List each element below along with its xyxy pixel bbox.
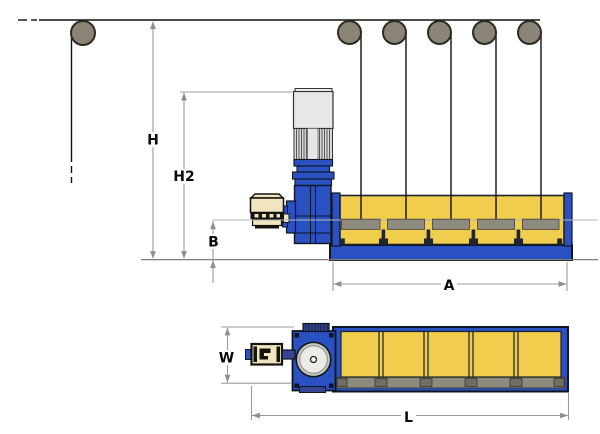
motor-body: [292, 90, 334, 130]
dim-label-w: W: [219, 351, 234, 367]
capstan-5: [522, 218, 560, 230]
dim-label-h2: H2: [173, 169, 194, 185]
helper-drive-side: [249, 193, 290, 229]
dim-label-b: B: [208, 235, 219, 251]
capstan-guard-plan: [335, 377, 566, 389]
drive-shaft: [283, 213, 290, 223]
motor-rib-bottom: [299, 386, 326, 393]
dim-label-a: A: [444, 278, 455, 294]
plan-view: [245, 322, 569, 393]
pulley-5: [517, 20, 542, 45]
takeoff-pulley: [70, 20, 96, 46]
capstan-3: [432, 218, 470, 230]
capstans: [339, 218, 563, 245]
pulley-2: [382, 20, 407, 45]
capstan-1: [341, 218, 381, 230]
dimension-w: [221, 326, 294, 384]
pulley-3: [427, 20, 452, 45]
capstan-2: [387, 218, 425, 230]
panel-dividers: [378, 332, 519, 377]
dimension-b: [210, 221, 216, 283]
motor-gearbox-side: [282, 88, 335, 245]
dim-label-h: H: [147, 133, 159, 149]
helper-drive-body: [249, 197, 285, 214]
overhead-pulleys: [70, 20, 542, 46]
motor-rib-top: [302, 322, 330, 333]
machine-body-plan: [340, 330, 562, 378]
dimensions: H H2 B A W L: [141, 21, 598, 426]
drive-shaft-plan: [281, 349, 296, 360]
machine-base: [329, 244, 573, 261]
capstan-4: [477, 218, 515, 230]
pulley-4: [472, 20, 497, 45]
dim-label-l: L: [404, 410, 413, 426]
pulley-1: [337, 20, 362, 45]
motor-flange: [291, 171, 335, 180]
wire-lines: [18, 19, 542, 220]
gearbox-body: [293, 184, 332, 245]
motor-shaft-center: [309, 355, 318, 364]
